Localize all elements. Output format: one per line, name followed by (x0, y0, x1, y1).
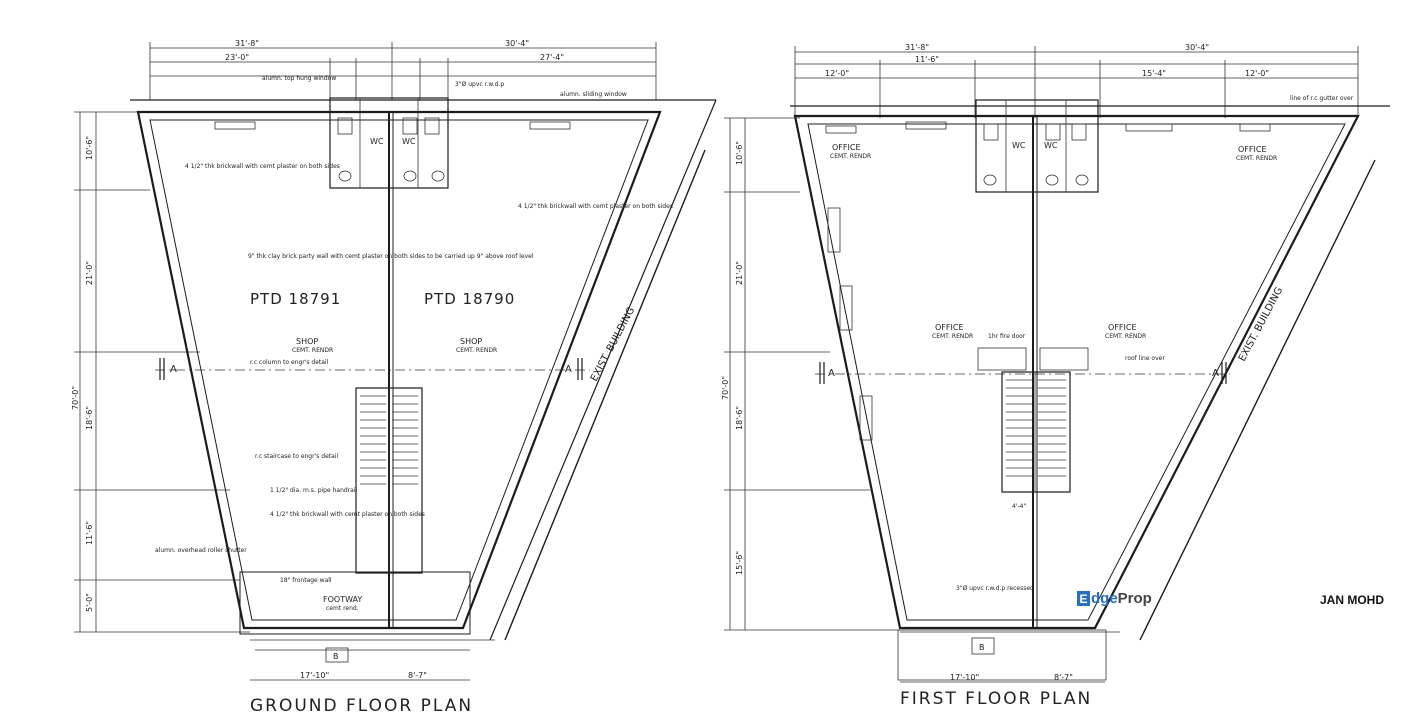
ff-office-rear-right-finish: CEMT. RENDR (1236, 155, 1277, 162)
ff-dim-sub-2: 11'-6" (915, 55, 939, 64)
gf-note-staircase: r.c staircase to engr's detail (255, 453, 338, 460)
gf-note-pipe: 1 1/2" dia. m.s. pipe handrail (270, 487, 357, 494)
ff-top-dimensions: 31'-8" 30'-4" 12'-0" 11'-6" 15'-4" 12'-0… (794, 43, 1359, 118)
ff-dim-bottom-left: 17'-10" (950, 673, 979, 682)
ff-walls (790, 105, 1390, 681)
gf-dim-v3: 18'-6" (85, 406, 94, 430)
gf-dim-bottom-left: 17'-10" (300, 671, 329, 680)
edgeprop-logo-text-first: dge (1091, 590, 1118, 607)
gf-note-hung: alumn. top hung window (262, 75, 336, 82)
gf-staircase (355, 387, 423, 574)
ff-dim-v4: 15'-6" (735, 551, 744, 575)
ground-floor-plan: 31'-8" 30'-4" 23'-0" 27'-4" 70'-0" 10'-6… (71, 39, 717, 716)
gf-dim-top-right: 30'-4" (505, 39, 529, 48)
ff-dim-bottom-right: 8'-7" (1054, 673, 1073, 682)
ff-office-rear-left-finish: CEMT. RENDR (830, 153, 871, 160)
gf-title: GROUND FLOOR PLAN (250, 696, 473, 716)
gf-walls (130, 99, 717, 651)
gf-dim-v1: 10'-6" (85, 136, 94, 160)
gf-top-dimensions: 31'-8" 30'-4" 23'-0" 27'-4" (149, 39, 657, 100)
ff-dim-sub-4: 12'-0" (1245, 69, 1269, 78)
ff-title: FIRST FLOOR PLAN (900, 689, 1092, 709)
edgeprop-logo-text-second: Prop (1117, 590, 1152, 607)
ff-dim-total: 70'-0" (721, 376, 730, 400)
edgeprop-logo-initial: E (1077, 591, 1090, 606)
gf-dim-v4: 11'-6" (85, 521, 94, 545)
ff-note-fire-door: 1hr fire door (988, 333, 1026, 340)
gf-section-a-left: A (170, 364, 177, 375)
gf-wc-left: WC (370, 137, 384, 146)
ff-section-a-right: A (1212, 368, 1219, 379)
ff-wc-right: WC (1044, 141, 1058, 150)
gf-dim-v2: 21'-0" (85, 261, 94, 285)
gf-note-party-wall: 9" thk clay brick party wall with cemt p… (248, 253, 534, 260)
gf-dim-v5: 5'-0" (85, 593, 94, 612)
ff-toilets: WC WC (825, 99, 1271, 193)
ff-staircase: 4'-4" (977, 347, 1089, 510)
gf-note-brickwall-stair: 4 1/2" thk brickwall with cemt plaster o… (270, 511, 425, 518)
gf-lot-right: PTD 18790 (424, 290, 515, 308)
gf-dim-total: 70'-0" (71, 386, 80, 410)
gf-room-right: SHOP (460, 337, 482, 346)
gf-note-brickwall-right: 4 1/2" thk brickwall with cemt plaster o… (518, 203, 673, 210)
gf-notes: 9" thk clay brick party wall with cemt p… (155, 75, 673, 584)
ff-dim-v2: 21'-0" (735, 261, 744, 285)
gf-footway: FOOTWAY (323, 595, 362, 604)
gf-dim-top-left: 31'-8" (235, 39, 259, 48)
gf-section-a-right: A (565, 364, 572, 375)
ff-left-dimensions: 70'-0" 10'-6" 21'-0" 18'-6" 15'-6" (721, 117, 900, 631)
ff-notes: 1hr fire door roof line over line of r.c… (956, 95, 1354, 592)
gf-dim-sub-left: 23'-0" (225, 53, 249, 62)
gf-dim-sub-right: 27'-4" (540, 53, 564, 62)
gf-left-dimensions: 70'-0" 10'-6" 21'-0" 18'-6" 11'-6" 5'-0" (71, 111, 250, 633)
gf-note-brickwall-left: 4 1/2" thk brickwall with cemt plaster o… (185, 163, 340, 170)
gf-note-sliding: alumn. sliding window (560, 91, 627, 98)
ff-note-roof: roof line over (1125, 355, 1165, 362)
ff-dim-top-left: 31'-8" (905, 43, 929, 52)
ff-bottom-dimensions: 17'-10" 8'-7" (900, 673, 1105, 683)
ff-office-left: OFFICE (935, 323, 964, 332)
ff-office-rear-right: OFFICE (1238, 145, 1267, 154)
gf-wc-right: WC (402, 137, 416, 146)
ff-dim-v3: 18'-6" (735, 406, 744, 430)
ff-office-right-finish: CEMT. RENDR (1105, 333, 1146, 340)
gf-room-left-finish: CEMT. RENDR (292, 347, 333, 354)
ff-office-left-finish: CEMT. RENDR (932, 333, 973, 340)
ff-dim-v1: 10'-6" (735, 141, 744, 165)
gf-section-b: B (333, 652, 339, 661)
ff-dim-sub-1: 12'-0" (825, 69, 849, 78)
gf-toilets: WC WC (214, 97, 571, 189)
gf-footway-finish: cemt rend. (326, 605, 359, 612)
gf-bottom-dimensions: 17'-10" 8'-7" (250, 671, 470, 681)
ff-note-upvc: 3"Ø upvc r.w.d.p recessed (956, 585, 1034, 592)
ff-section-a: A A B (815, 362, 1230, 655)
ff-dim-stair: 4'-4" (1012, 503, 1026, 510)
agent-name: JAN MOHD (1320, 593, 1385, 607)
gf-note-shutter: alumn. overhead roller shutter (155, 547, 247, 554)
gf-lot-left: PTD 18791 (250, 290, 341, 308)
gf-exist-building: EXIST. BUILDING (589, 306, 637, 384)
ff-office-rear-left: OFFICE (832, 143, 861, 152)
first-floor-plan: 31'-8" 30'-4" 12'-0" 11'-6" 15'-4" 12'-0… (721, 43, 1390, 709)
ff-exist-building: EXIST. BUILDING (1237, 286, 1285, 364)
ff-section-b: B (979, 643, 985, 652)
ff-dim-sub-3: 15'-4" (1142, 69, 1166, 78)
gf-note-column: r.c column to engr's detail (250, 359, 329, 366)
gf-dim-bottom-right: 8'-7" (408, 671, 427, 680)
gf-room-right-finish: CEMT. RENDR (456, 347, 497, 354)
gf-note-upvc: 3"Ø upvc r.w.d.p (455, 81, 504, 88)
ff-office-right: OFFICE (1108, 323, 1137, 332)
ff-wc-left: WC (1012, 141, 1026, 150)
ff-section-a-left: A (828, 368, 835, 379)
ff-dim-top-right: 30'-4" (1185, 43, 1209, 52)
ff-note-gutter: line of r.c gutter over (1290, 95, 1354, 102)
gf-section-a: A A B (155, 358, 590, 663)
gf-note-frontage: 18" frontage wall (280, 577, 332, 584)
gf-room-left: SHOP (296, 337, 318, 346)
